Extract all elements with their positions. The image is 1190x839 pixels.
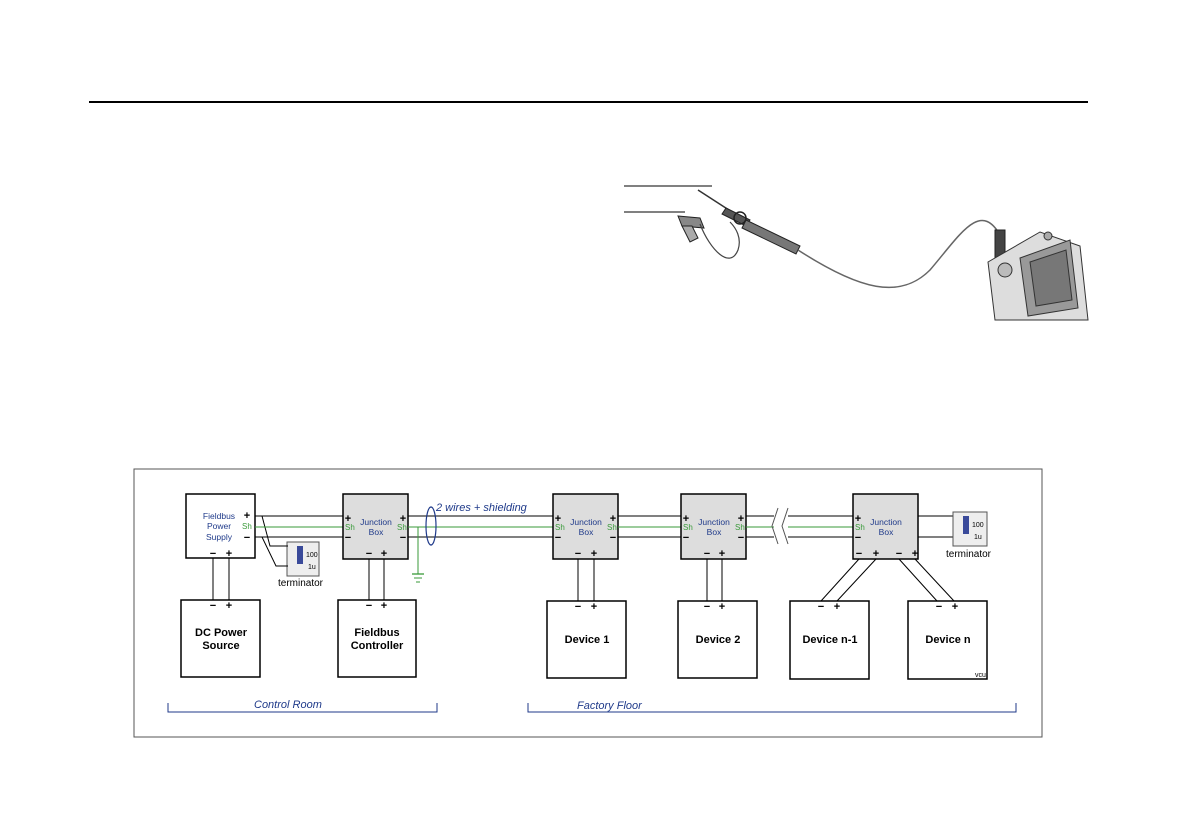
break-mark-right <box>781 507 789 545</box>
jb3-label-2: Box <box>707 527 722 537</box>
ps-plus-bottom: + <box>226 548 232 560</box>
terminator-right-value-top: 100 <box>972 522 984 529</box>
dc-power-source-box <box>180 599 261 678</box>
terminator-right-resistor <box>963 516 969 534</box>
jb4-label-1: Junction <box>870 517 902 527</box>
jb2-sh-right: Sh <box>607 523 617 532</box>
jb4-sh-left: Sh <box>855 523 865 532</box>
jb3-plus-left: + <box>683 513 689 525</box>
jb4-plus-1: + <box>873 548 879 560</box>
device-n-box <box>907 600 988 680</box>
factory-floor-label: Factory Floor <box>577 700 643 712</box>
jb3-minus-bottom: − <box>704 548 710 560</box>
power-supply-label-3: Supply <box>206 532 233 542</box>
jb2-minus-left: − <box>555 532 561 544</box>
ctrl-plus: + <box>381 600 387 612</box>
diagram-frame <box>133 468 1043 738</box>
control-room-bracket <box>167 703 438 713</box>
device-2-box <box>677 600 758 679</box>
corner-mark: vcu <box>975 672 986 679</box>
junction-box-4 <box>852 493 919 560</box>
jb1-sh-left: Sh <box>345 523 355 532</box>
terminator-left-label: terminator <box>278 578 324 589</box>
cable-marker <box>425 506 437 546</box>
device-1-label: Device 1 <box>565 634 610 646</box>
dc-power-label-2: Source <box>202 640 239 652</box>
junction-box-2 <box>552 493 619 560</box>
jb1-minus-right: − <box>400 532 406 544</box>
device-1-box <box>546 600 627 679</box>
dev2-minus: − <box>704 601 710 613</box>
dev1-plus: + <box>591 601 597 613</box>
control-room-label: Control Room <box>254 699 322 711</box>
jb4-label-2: Box <box>879 527 894 537</box>
devn-plus: + <box>952 601 958 613</box>
dev1-minus: − <box>575 601 581 613</box>
dc-power-label-1: DC Power <box>195 627 248 639</box>
jb4-plus-2: + <box>912 548 918 560</box>
cable-label: 2 wires + shielding <box>435 502 528 514</box>
terminator-left-resistor <box>297 546 303 564</box>
header-rule <box>89 101 1088 103</box>
jb1-minus-left: − <box>345 532 351 544</box>
terminator-right-label: terminator <box>946 549 992 560</box>
jb3-plus-right: + <box>738 513 744 525</box>
jb1-plus-right: + <box>400 513 406 525</box>
controller-label-1: Fieldbus <box>354 627 399 639</box>
device-2-label: Device 2 <box>696 634 741 646</box>
controller-label-2: Controller <box>351 640 404 652</box>
jb2-minus-right: − <box>610 532 616 544</box>
ps-minus-bottom: − <box>210 548 216 560</box>
jb2-plus-right: + <box>610 513 616 525</box>
jb1-label-1: Junction <box>360 517 392 527</box>
jb4-plus-left: + <box>855 513 861 525</box>
device-n-1-label: Device n-1 <box>802 634 857 646</box>
jb2-sh-left: Sh <box>555 523 565 532</box>
jb3-plus-bottom: + <box>719 548 725 560</box>
ps-plus-right: + <box>244 510 250 522</box>
jb1-label-2: Box <box>369 527 384 537</box>
jb1-plus-bottom: + <box>381 548 387 560</box>
power-supply-box <box>185 493 256 559</box>
junction-box-1 <box>342 493 409 560</box>
jb4-minus-2: − <box>896 548 902 560</box>
device-n-1-box <box>789 600 870 680</box>
jb3-sh-right: Sh <box>735 523 745 532</box>
jb2-label-1: Junction <box>570 517 602 527</box>
dc-plus: + <box>226 600 232 612</box>
break-mark-left <box>771 507 779 545</box>
power-supply-label-1: Fieldbus <box>203 511 235 521</box>
terminator-left-value-top: 100 <box>306 552 318 559</box>
terminator-right <box>952 511 988 547</box>
dc-minus: − <box>210 600 216 612</box>
dev2-plus: + <box>719 601 725 613</box>
terminator-right-value-bottom: 1u <box>974 534 982 541</box>
jb4-minus-left: − <box>855 532 861 544</box>
power-supply-shield: Sh <box>242 522 252 531</box>
jb1-sh-right: Sh <box>397 523 407 532</box>
jb2-label-2: Box <box>579 527 594 537</box>
jb2-plus-left: + <box>555 513 561 525</box>
terminator-left-value-bottom: 1u <box>308 564 316 571</box>
jb4-minus-1: − <box>856 548 862 560</box>
power-supply-label-2: Power <box>207 521 231 531</box>
jb2-minus-bottom: − <box>575 548 581 560</box>
fieldbus-controller-box <box>337 599 417 678</box>
ps-minus-right: − <box>244 532 250 544</box>
factory-floor-bracket <box>527 703 1017 713</box>
devn-minus: − <box>936 601 942 613</box>
probe-illustration <box>624 185 1089 321</box>
jb2-plus-bottom: + <box>591 548 597 560</box>
ctrl-minus: − <box>366 600 372 612</box>
jb1-minus-bottom: − <box>366 548 372 560</box>
jb3-sh-left: Sh <box>683 523 693 532</box>
jb3-minus-right: − <box>738 532 744 544</box>
jb3-label-1: Junction <box>698 517 730 527</box>
jb3-minus-left: − <box>683 532 689 544</box>
jb1-plus-left: + <box>345 513 351 525</box>
devn1-minus: − <box>818 601 824 613</box>
devn1-plus: + <box>834 601 840 613</box>
device-n-label: Device n <box>925 634 971 646</box>
